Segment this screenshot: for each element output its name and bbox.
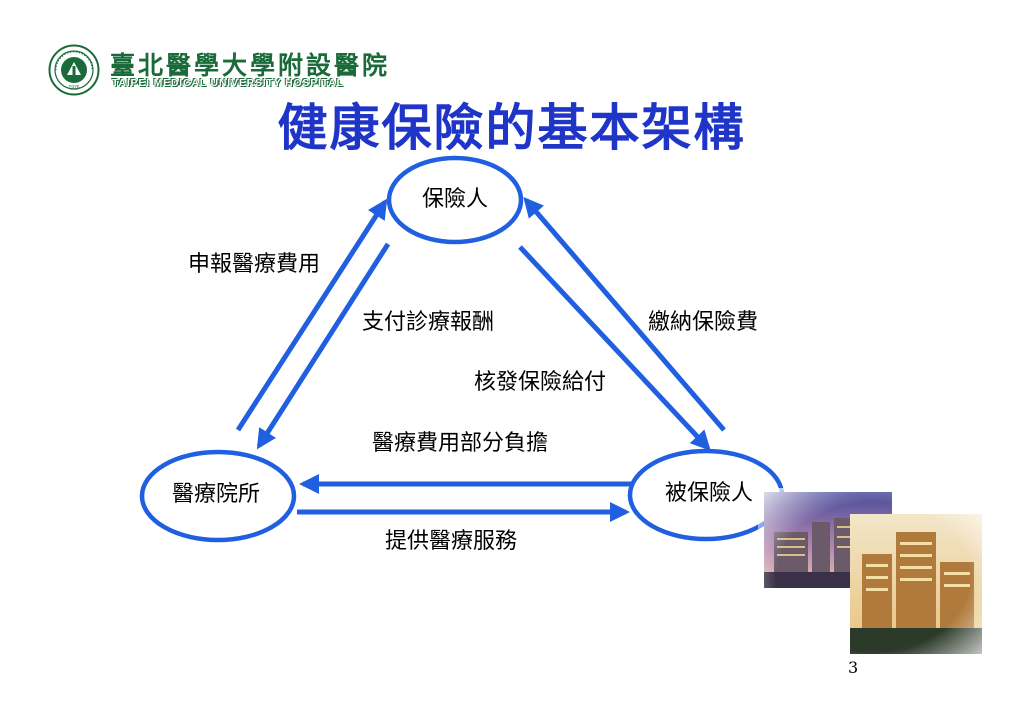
hospital-name: 臺北醫學大學附設醫院	[110, 51, 391, 80]
node-insured-label: 被保險人	[665, 481, 754, 506]
flow-pay-premium-label: 繳納保險費	[648, 310, 759, 335]
node-provider	[139, 449, 297, 543]
node-insurer-label: 保險人	[422, 187, 489, 212]
arrow-issue-benefits	[518, 245, 711, 451]
node-insurer	[386, 155, 524, 245]
hospital-logo: 1976 臺北醫學大學附設醫院 TAIPEI MEDICAL UNIVERSIT…	[48, 42, 428, 98]
page-number: 3	[848, 658, 859, 677]
flow-copayment-label: 醫療費用部分負擔	[372, 431, 549, 456]
hospital-english-name: TAIPEI MEDICAL UNIVERSITY HOSPITAL	[112, 77, 344, 89]
flow-provide-services-label: 提供醫療服務	[385, 529, 518, 554]
arrow-pay-fees	[256, 242, 391, 450]
flow-pay-fees-label: 支付診療報酬	[362, 310, 495, 335]
seal-year: 1976	[68, 85, 79, 91]
hospital-buildings-image	[758, 488, 988, 666]
node-provider-label: 醫療院所	[172, 482, 261, 507]
slide-title: 健康保險的基本架構	[277, 98, 746, 157]
hospital-seal-icon: 1976	[48, 44, 100, 96]
flow-issue-benefits-label: 核發保險給付	[474, 370, 607, 395]
flow-report-costs-label: 申報醫療費用	[188, 252, 321, 277]
arrow-report-costs	[235, 198, 388, 432]
arrow-pay-premium	[523, 196, 726, 432]
